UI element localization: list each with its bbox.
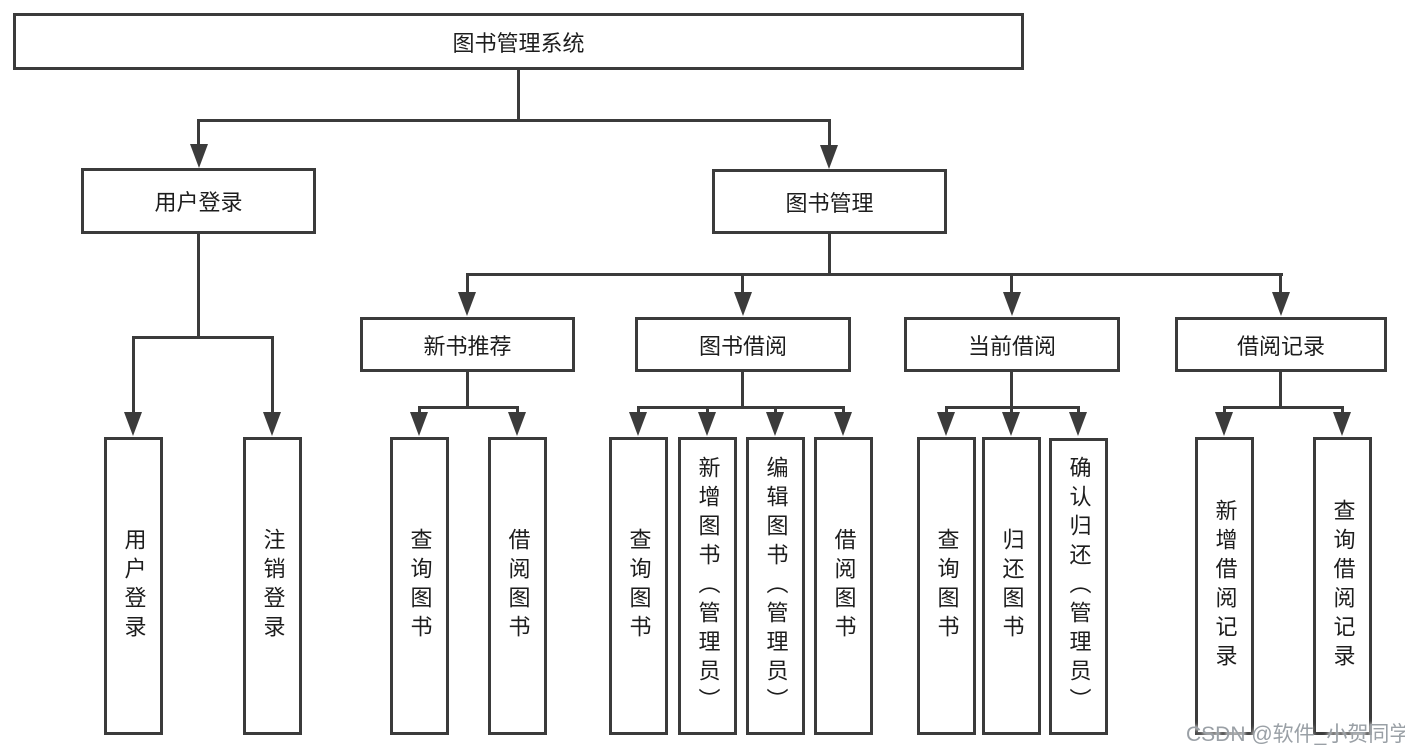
node-library-management-system: 图书管理系统: [13, 13, 1024, 70]
node-query-books-current: 查询图书: [917, 437, 976, 735]
connector-vline: [842, 406, 845, 416]
node-logout-login: 注销登录: [243, 437, 302, 735]
node-label: 借阅图书: [505, 528, 531, 644]
arrow-down-icon: [698, 412, 716, 436]
connector-vline: [1010, 273, 1013, 293]
arrow-down-icon: [1002, 412, 1020, 436]
arrow-down-icon: [190, 144, 208, 168]
arrow-down-icon: [766, 412, 784, 436]
node-borrow-books: 借阅图书: [814, 437, 873, 735]
arrow-down-icon: [124, 412, 142, 436]
node-label: 查询图书: [934, 528, 960, 644]
connector-hline: [132, 336, 274, 339]
node-label: 查询图书: [626, 528, 652, 644]
connector-vline: [828, 119, 831, 146]
csdn-watermark: CSDN @软件_小贺同学: [1186, 723, 1405, 746]
connector-vline: [1223, 406, 1226, 416]
node-label: 注销登录: [260, 528, 286, 644]
node-label: 图书管理: [785, 190, 874, 216]
arrow-down-icon: [1069, 412, 1087, 436]
arrow-down-icon: [1003, 292, 1021, 316]
connector-vline: [1341, 406, 1344, 416]
node-return-books: 归还图书: [982, 437, 1041, 735]
connector-vline: [197, 234, 200, 338]
node-label: 借阅记录: [1236, 333, 1325, 359]
node-query-books-recommend: 查询图书: [390, 437, 449, 735]
arrow-down-icon: [734, 292, 752, 316]
arrow-down-icon: [820, 145, 838, 169]
node-add-book-admin: 新增图书（管理员）: [678, 437, 737, 735]
arrow-down-icon: [834, 412, 852, 436]
node-label: 图书管理系统: [452, 30, 585, 56]
node-query-books-borrowing: 查询图书: [609, 437, 668, 735]
node-label: 新书推荐: [423, 333, 512, 359]
connector-vline: [197, 119, 200, 146]
arrow-down-icon: [508, 412, 526, 436]
arrow-down-icon: [1215, 412, 1233, 436]
arrow-down-icon: [410, 412, 428, 436]
connector-vline: [774, 406, 777, 416]
node-book-management: 图书管理: [712, 169, 947, 234]
node-label: 新增借阅记录: [1212, 499, 1238, 673]
node-label: 用户登录: [154, 190, 243, 215]
connector-vline: [741, 273, 744, 293]
connector-vline: [741, 372, 744, 408]
node-borrow-books-recommend: 借阅图书: [488, 437, 547, 735]
connector-vline: [1077, 406, 1080, 416]
node-label: 借阅图书: [831, 528, 857, 644]
connector-vline: [828, 234, 831, 275]
connector-vline: [516, 406, 519, 416]
node-edit-book-admin: 编辑图书（管理员）: [746, 437, 805, 735]
node-user-login: 用户登录: [104, 437, 163, 735]
connector-vline: [1279, 273, 1282, 293]
connector-vline: [466, 273, 469, 293]
connector-vline: [1010, 372, 1013, 408]
node-query-borrow-record: 查询借阅记录: [1313, 437, 1372, 735]
node-label: 用户登录: [121, 528, 147, 644]
arrow-down-icon: [458, 292, 476, 316]
node-label: 编辑图书（管理员）: [763, 455, 789, 717]
node-user-login-group: 用户登录: [81, 168, 316, 234]
connector-vline: [418, 406, 421, 416]
arrow-down-icon: [263, 412, 281, 436]
connector-hline: [1223, 406, 1344, 409]
arrow-down-icon: [1272, 292, 1290, 316]
connector-vline: [637, 406, 640, 416]
node-label: 归还图书: [999, 528, 1025, 644]
arrow-down-icon: [937, 412, 955, 436]
node-label: 当前借阅: [967, 333, 1056, 359]
connector-hline: [197, 119, 831, 122]
connector-vline: [1279, 372, 1282, 408]
node-label: 图书借阅: [698, 333, 787, 359]
node-borrowing-records: 借阅记录: [1175, 317, 1387, 372]
connector-vline: [945, 406, 948, 416]
connector-vline: [466, 372, 469, 408]
arrow-down-icon: [629, 412, 647, 436]
node-label: 确认归还（管理员）: [1066, 456, 1092, 717]
node-label: 新增图书（管理员）: [695, 455, 721, 717]
connector-hline: [466, 273, 1283, 276]
connector-vline: [517, 70, 520, 121]
connector-vline: [132, 336, 135, 414]
connector-vline: [271, 336, 274, 414]
node-label: 查询借阅记录: [1330, 499, 1356, 673]
node-book-borrowing: 图书借阅: [635, 317, 851, 372]
connector-vline: [1010, 406, 1013, 416]
connector-hline: [637, 406, 845, 409]
node-current-borrowing: 当前借阅: [904, 317, 1120, 372]
node-label: 查询图书: [407, 528, 433, 644]
node-add-borrow-record: 新增借阅记录: [1195, 437, 1254, 735]
connector-hline: [418, 406, 519, 409]
connector-vline: [706, 406, 709, 416]
node-confirm-return-admin: 确认归还（管理员）: [1049, 438, 1108, 735]
node-new-book-recommend: 新书推荐: [360, 317, 575, 372]
arrow-down-icon: [1333, 412, 1351, 436]
